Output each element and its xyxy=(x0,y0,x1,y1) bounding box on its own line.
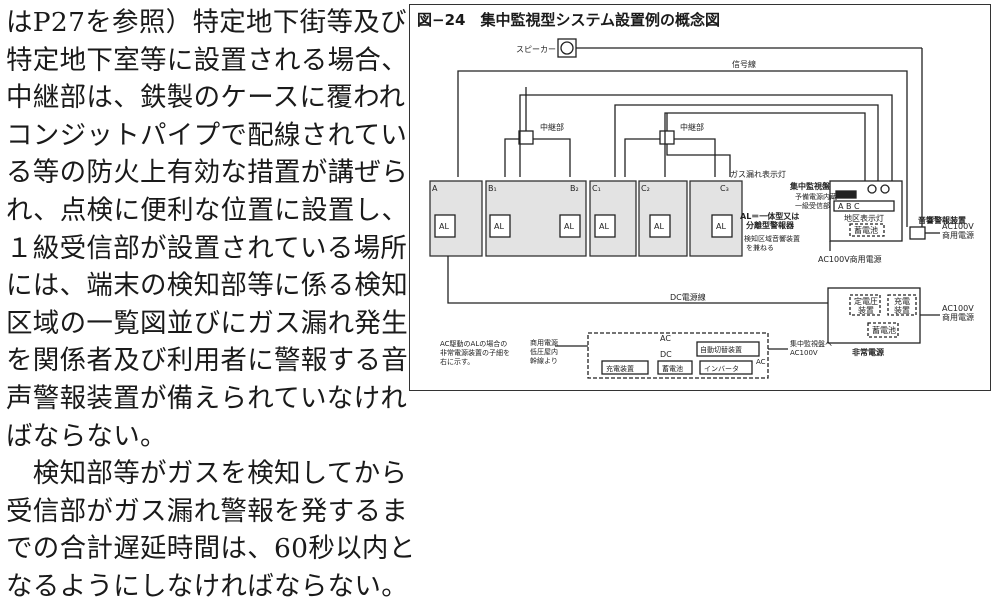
system-diagram: スピーカー 信号線 中継部 中継部 ガス漏れ表示灯 A B₁ B₂ C₁ C₂ … xyxy=(429,38,974,379)
al-note-2: 分離型警報器 xyxy=(746,220,795,230)
body-line: での合計遅延時間は、60秒以内と xyxy=(6,533,416,565)
body-line: コンジットパイプで配線されてい xyxy=(6,119,408,151)
body-text: はP27を参照）特定地下街等及び特定地下室等に設置される場合、中継部は、鉄製のケ… xyxy=(6,4,416,606)
zone-label-0: A xyxy=(432,184,438,193)
al-label-1: AL xyxy=(494,222,504,231)
al-label-2: AL xyxy=(564,222,574,231)
relay-label-2: 中継部 xyxy=(680,122,704,132)
zone-label-5: C₃ xyxy=(720,184,729,193)
figure-title: 図−24 集中監視型システム設置例の概念図 xyxy=(417,11,720,29)
signal-line-label: 信号線 xyxy=(732,59,756,69)
monitor-title: 集中監視盤 xyxy=(789,181,831,191)
body-line: はP27を参照）特定地下街等及び xyxy=(6,7,407,38)
to-ac-label: AC100V xyxy=(790,349,818,357)
body-line: 中継部は、鉄製のケースに覆われ xyxy=(6,82,406,114)
emergency-battery-label: 蓄電池 xyxy=(872,325,896,335)
figure-panel: 図−24 集中監視型システム設置例の概念図 xyxy=(409,4,991,391)
gas-lamp-label: ガス漏れ表示灯 xyxy=(730,169,786,179)
emergency-label: 非常電源 xyxy=(852,347,884,357)
body-line: 声警報装置が備えられていなけれ xyxy=(6,382,408,414)
zone-label-2: B₂ xyxy=(570,184,579,193)
commercial-label-1: 商用電源 xyxy=(942,230,974,240)
al-note-4: を兼ねる xyxy=(746,243,774,252)
monitor-sub1: 予備電源内蔵 xyxy=(795,192,837,201)
zone-label-1: B₁ xyxy=(488,184,497,193)
abc-label: A B C xyxy=(838,202,860,211)
al-label-0: AL xyxy=(439,222,449,231)
commercial-label-2: 商用電源 xyxy=(942,312,974,322)
ac-commercial-label: AC100V商用電源 xyxy=(818,254,882,264)
al-note-1: AL＝一体型又は xyxy=(740,211,799,221)
body-line: ばならない。 xyxy=(6,420,167,452)
body-line: る等の防火上有効な措置が講ぜら xyxy=(6,157,408,189)
speaker-label: スピーカー xyxy=(516,45,556,54)
monitor-sub2: 一級受信部 xyxy=(795,201,830,210)
al-label-3: AL xyxy=(599,222,609,231)
ac100v-label-1: AC100V xyxy=(942,222,974,231)
to-monitor-label: 集中監視盤へ xyxy=(790,339,832,348)
battery-label: 蓄電池 xyxy=(854,225,878,235)
dc-line-label: DC電源線 xyxy=(670,292,706,302)
device-label-2: 装置 xyxy=(894,305,910,315)
device-label-1: 装置 xyxy=(858,305,874,315)
ac-label-right: AC xyxy=(756,358,766,366)
source-line-1: 商用電源 xyxy=(530,338,558,347)
al-label-5: AL xyxy=(716,222,726,231)
body-line: を関係者及び利用者に警報する音 xyxy=(6,345,408,377)
zone-label-3: C₁ xyxy=(592,184,601,193)
body-line: 受信部がガス漏れ警報を発するま xyxy=(6,495,408,527)
body-line: 検知部等がガスを検知してから xyxy=(6,458,408,490)
al-note-3: 検知区域音響装置 xyxy=(744,234,800,243)
note-line-3: 右に示す。 xyxy=(440,357,474,366)
source-line-2: 低圧屋内 xyxy=(530,347,558,356)
body-line: 特定地下室等に設置される場合、 xyxy=(6,44,408,76)
relay-label-1: 中継部 xyxy=(540,122,564,132)
const-v-label: 定電圧 xyxy=(854,296,878,306)
note-line-2: 非常電源装置の子細を xyxy=(440,348,510,357)
note-line-1: AC駆動のALの場合の xyxy=(440,339,507,348)
source-line-3: 幹線より xyxy=(530,356,558,365)
charger-label: 充電装置 xyxy=(606,364,634,373)
voice-alarm-label: 音響警報装置 xyxy=(918,215,966,225)
body-line: なるようにしなければならない。 xyxy=(6,570,408,602)
charge-label: 充電 xyxy=(894,296,910,306)
body-line: １級受信部が設置されている場所 xyxy=(6,232,408,264)
ac100v-label-2: AC100V xyxy=(942,304,974,313)
body-line: れ、点検に便利な位置に設置し、 xyxy=(6,194,409,226)
dc-label: DC xyxy=(660,350,672,359)
detail-battery-label: 蓄電池 xyxy=(662,364,683,373)
body-line: には、端末の検知部等に係る検知 xyxy=(6,270,408,302)
inverter-label: インバータ xyxy=(704,364,739,373)
al-label-4: AL xyxy=(654,222,664,231)
zone-label-4: C₂ xyxy=(641,184,650,193)
ac-label-top: AC xyxy=(660,334,671,343)
body-line: 区域の一覧図並びにガス漏れ発生 xyxy=(6,307,408,339)
auto-switch-label: 自動切替装置 xyxy=(700,345,742,354)
area-lamp-label: 地区表示灯 xyxy=(844,213,884,223)
